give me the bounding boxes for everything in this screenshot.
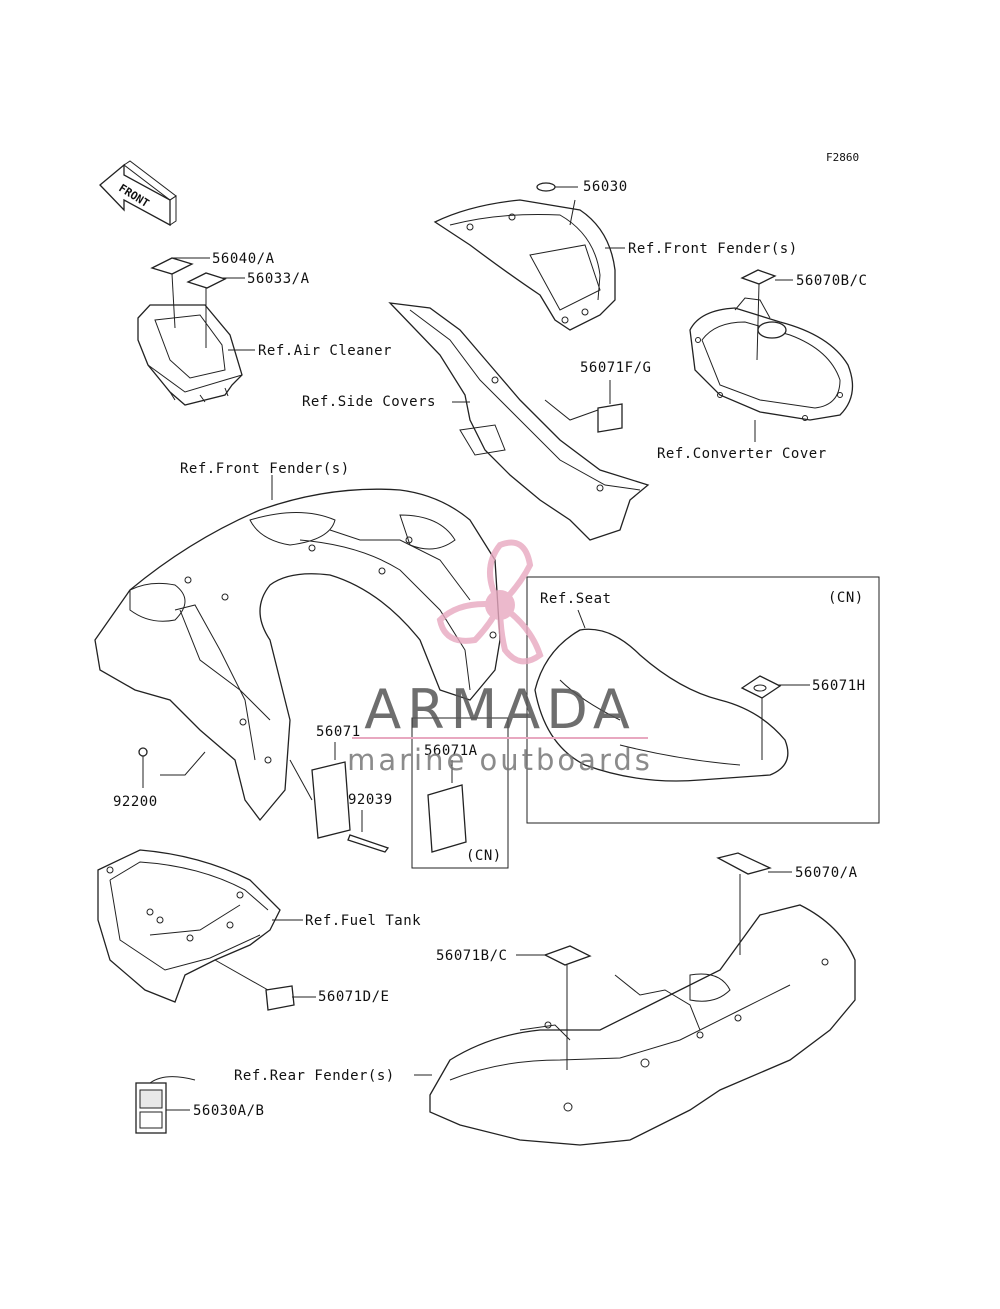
air-cleaner-part: [137, 304, 243, 406]
decal-56070bc: [740, 269, 777, 285]
callout-56040a: 56040/A: [212, 251, 275, 267]
side-covers-part: [388, 302, 650, 541]
decal-56070a: [716, 852, 772, 875]
decal-56071a: [427, 784, 467, 853]
callout-56030: 56030: [583, 179, 628, 195]
callout-56071h: 56071H: [812, 678, 866, 694]
front-fender-main-part: [94, 488, 501, 822]
callout-ref-front-fender-main: Ref.Front Fender(s): [180, 461, 350, 477]
rear-fender-part: [429, 904, 856, 1146]
callout-56071a: 56071A: [424, 743, 478, 759]
callout-ref-rear-fender: Ref.Rear Fender(s): [234, 1068, 395, 1084]
front-direction-arrow: FRONT: [99, 160, 177, 227]
converter-cover-part: [689, 297, 854, 421]
callout-92200: 92200: [113, 794, 158, 810]
decal-56071de: [265, 985, 295, 1011]
figure-code: F2860: [826, 151, 859, 164]
armada-watermark: ARMADA marine outboards: [347, 539, 653, 777]
rivet-92200: [138, 747, 148, 757]
callout-ref-converter-cover: Ref.Converter Cover: [657, 446, 827, 462]
seat-part: [534, 628, 789, 782]
callout-56070bc: 56070B/C: [796, 273, 867, 289]
callout-56033a: 56033/A: [247, 271, 310, 287]
fuel-tank-part: [97, 849, 281, 1003]
callout-ref-fuel-tank: Ref.Fuel Tank: [305, 913, 421, 929]
cable-tie-92039: [347, 834, 390, 853]
callout-56071: 56071: [316, 724, 361, 740]
callout-ref-side-covers: Ref.Side Covers: [302, 394, 436, 410]
decal-56071fg: [597, 403, 623, 433]
cn-variant-box: [411, 717, 509, 869]
callout-56070a: 56070/A: [795, 865, 858, 881]
front-fender-upper-part: [433, 199, 616, 331]
callout-56071de: 56071D/E: [318, 989, 389, 1005]
callout-56030ab: 56030A/B: [193, 1103, 264, 1119]
watermark-tagline: marine outboards: [347, 743, 653, 777]
decal-56071: [311, 761, 351, 839]
seat-cn-box: [526, 576, 880, 824]
warning-tag-56030ab: [135, 1076, 196, 1134]
propeller-logo-icon: [436, 539, 544, 665]
watermark-brand: ARMADA: [364, 678, 636, 741]
callout-92039: 92039: [348, 792, 393, 808]
callout-56071bc: 56071B/C: [436, 948, 507, 964]
decal-56040a: [150, 257, 194, 275]
decal-56071bc: [543, 945, 592, 966]
cn-label-box: (CN): [466, 848, 502, 864]
grommet-56030: [536, 182, 556, 192]
callout-ref-seat: Ref.Seat: [540, 591, 611, 607]
callout-56071fg: 56071F/G: [580, 360, 651, 376]
decal-56071h: [740, 675, 782, 699]
callout-ref-front-fender-top: Ref.Front Fender(s): [628, 241, 798, 257]
decal-56033a: [186, 272, 227, 289]
callout-ref-air-cleaner: Ref.Air Cleaner: [258, 343, 392, 359]
cn-label-seat: (CN): [828, 590, 864, 606]
